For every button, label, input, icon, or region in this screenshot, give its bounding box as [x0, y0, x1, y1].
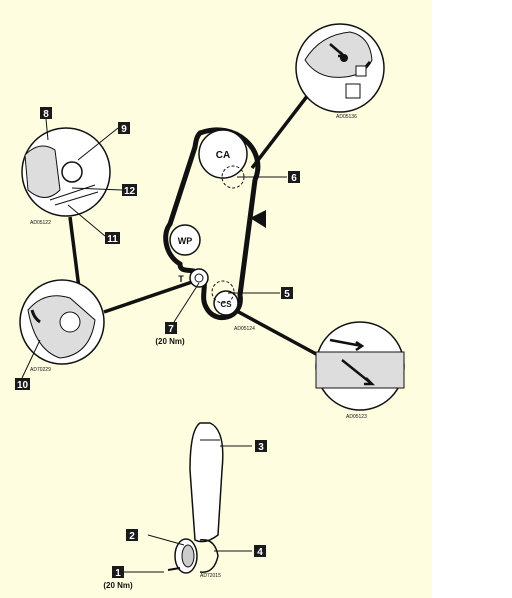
timing-belt-diagram: CA WP T CS AD05136 [15, 23, 405, 590]
svg-text:11: 11 [107, 234, 118, 245]
rotation-arrow-icon [250, 210, 266, 228]
detail-crank-mark: AD05123 [315, 321, 405, 420]
callout-leaders [21, 118, 123, 379]
callout-4: 4 [254, 545, 266, 558]
figure-code: AD05122 [30, 220, 51, 226]
detail-leader-lines [68, 93, 319, 357]
svg-text:2: 2 [129, 531, 135, 542]
timing-mark-leaders [173, 176, 287, 323]
svg-text:1: 1 [115, 568, 121, 579]
tensioner-pulley: T [178, 268, 209, 288]
figure-code: AD05136 [336, 114, 357, 120]
svg-text:3: 3 [258, 442, 264, 453]
water-pump-pulley: WP [169, 224, 201, 256]
svg-text:6: 6 [291, 173, 297, 184]
callout-8: 8 [40, 107, 52, 120]
svg-text:4: 4 [257, 547, 263, 558]
callout-2: 2 [126, 529, 138, 542]
camshaft-label: CA [216, 150, 230, 161]
tensioner-label: T [178, 274, 184, 284]
figure-code: AD72015 [200, 573, 221, 579]
pulley-bolt-torque: (20 Nm) [103, 581, 133, 590]
water-pump-label: WP [178, 236, 193, 246]
callout-11: 11 [105, 232, 120, 245]
detail-tensioner: AD70229 [19, 279, 105, 373]
crankshaft-sprocket: CS [211, 280, 239, 316]
callout-1: 1 [112, 566, 124, 579]
crankshaft-label: CS [220, 300, 232, 309]
figure-code: AD05123 [346, 414, 367, 420]
timing-cover [189, 422, 252, 543]
detail-camshaft-mark: AD05136 [295, 23, 385, 120]
camshaft-sprocket: CA [198, 129, 248, 189]
callout-6: 6 [288, 171, 300, 184]
diagram-canvas: CA WP T CS AD05136 [0, 0, 432, 598]
svg-text:7: 7 [168, 324, 174, 335]
svg-text:10: 10 [17, 380, 29, 391]
crank-pulley: AD72015 [124, 534, 252, 579]
svg-text:8: 8 [43, 109, 49, 120]
callout-5: 5 [281, 287, 293, 300]
svg-text:12: 12 [124, 186, 136, 197]
callout-9: 9 [118, 122, 130, 135]
callout-7: 7 [165, 322, 177, 335]
tensioner-torque: (20 Nm) [155, 337, 185, 346]
detail-sensor: AD05122 [21, 127, 111, 226]
svg-text:9: 9 [121, 124, 127, 135]
figure-code: AD05124 [234, 326, 255, 332]
svg-text:5: 5 [284, 289, 290, 300]
callout-12: 12 [122, 184, 137, 197]
callout-3: 3 [255, 440, 267, 453]
figure-code: AD70229 [30, 367, 51, 373]
callout-10: 10 [15, 378, 30, 391]
